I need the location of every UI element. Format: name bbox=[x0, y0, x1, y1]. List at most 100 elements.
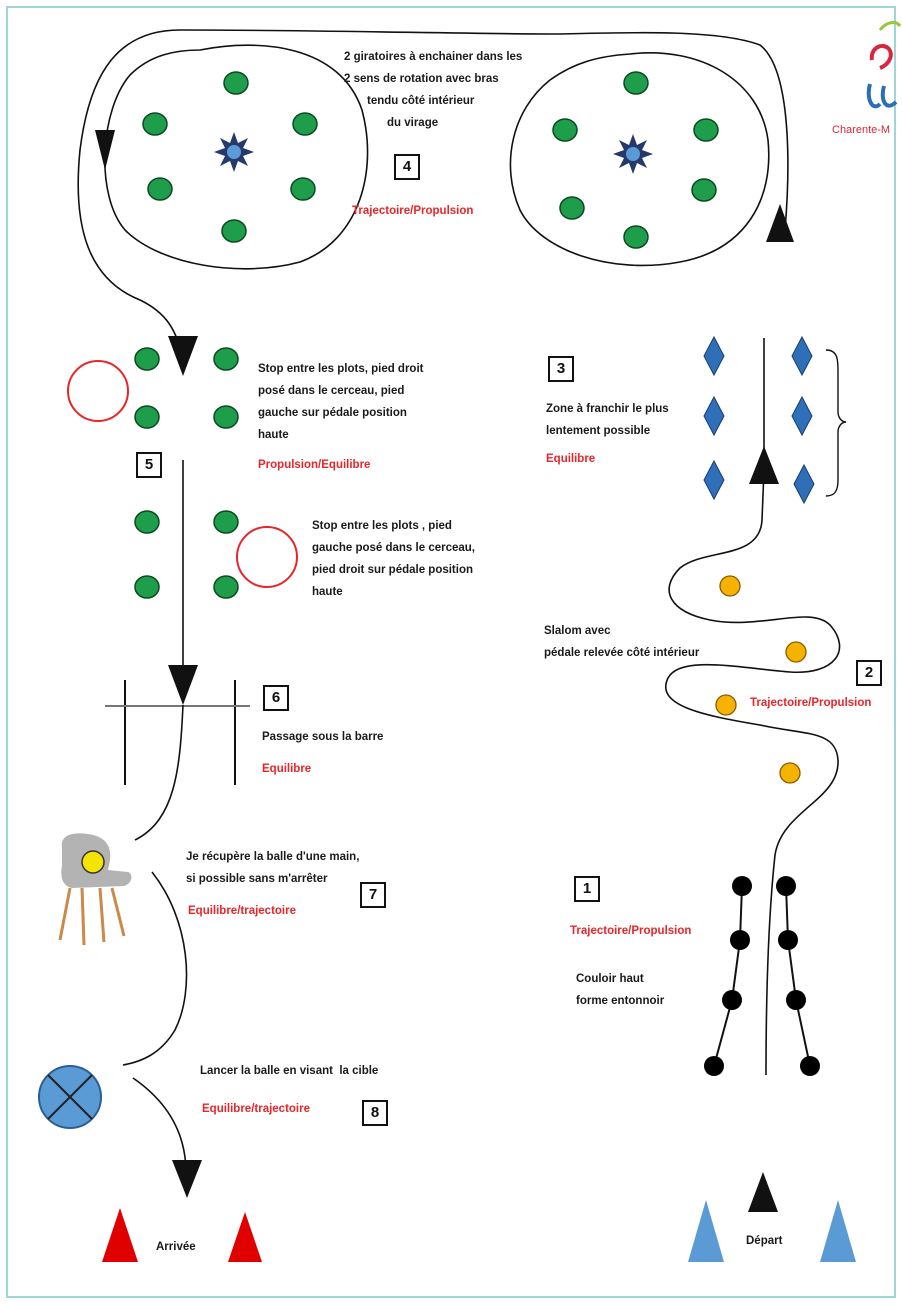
green-plot bbox=[213, 575, 239, 599]
station5-category: Propulsion/Equilibre bbox=[258, 459, 371, 471]
station7-desc-0: Je récupère la balle d'une main, bbox=[186, 851, 360, 863]
station8-number: 8 bbox=[362, 1100, 388, 1126]
station5-desc-b-2: pied droit sur pédale position bbox=[312, 564, 474, 576]
diamond-plot-icon bbox=[703, 395, 725, 437]
station3-category: Equilibre bbox=[546, 453, 596, 465]
station5-desc-b-1: gauche posé dans le cerceau, bbox=[312, 542, 475, 554]
station8-desc: Lancer la balle en visant la cible bbox=[200, 1065, 379, 1077]
chair-icon bbox=[58, 833, 132, 946]
arrow-icon bbox=[168, 665, 198, 705]
station3-desc-1: lentement possible bbox=[546, 425, 651, 437]
path-station7 bbox=[122, 871, 188, 1066]
green-plot bbox=[290, 177, 316, 201]
finish-label: Arrivée bbox=[156, 1241, 196, 1253]
green-plot bbox=[213, 347, 239, 371]
yellow-plot bbox=[719, 575, 741, 597]
station3-number: 3 bbox=[548, 356, 574, 382]
station6-desc: Passage sous la barre bbox=[262, 731, 384, 743]
green-plot bbox=[142, 112, 168, 136]
logo-region-text: Charente-M bbox=[832, 124, 891, 136]
path-station6 bbox=[134, 704, 184, 841]
arrow-icon bbox=[172, 1160, 202, 1198]
arrow-icon bbox=[748, 1172, 778, 1212]
station6-category: Equilibre bbox=[262, 763, 312, 775]
cone-icon bbox=[688, 1200, 724, 1262]
station2-desc-0: Slalom avec bbox=[544, 625, 611, 637]
path-roundabouts bbox=[77, 29, 789, 361]
station4-desc-1: 2 sens de rotation avec bras bbox=[344, 73, 499, 85]
green-plot bbox=[223, 71, 249, 95]
station2-desc-1: pédale relevée côté intérieur bbox=[544, 647, 700, 659]
arrow-icon bbox=[749, 446, 779, 484]
station5-desc-a-0: Stop entre les plots, pied droit bbox=[258, 363, 424, 375]
station8-category: Equilibre/trajectoire bbox=[202, 1103, 311, 1115]
arrow-icon bbox=[168, 336, 198, 376]
station4-number: 4 bbox=[394, 154, 420, 180]
diamond-plot-icon bbox=[793, 463, 815, 505]
path-slalom bbox=[665, 469, 841, 1076]
diamond-plots bbox=[703, 335, 815, 505]
target-icon bbox=[38, 1065, 102, 1129]
yellow-plot bbox=[715, 694, 737, 716]
station7-desc-1: si possible sans m'arrêter bbox=[186, 873, 328, 885]
green-plot bbox=[134, 575, 160, 599]
green-plot bbox=[134, 347, 160, 371]
path-station8 bbox=[132, 1077, 187, 1171]
ball-icon bbox=[81, 850, 105, 874]
green-plot bbox=[552, 118, 578, 142]
bar-obstacle bbox=[105, 680, 250, 785]
green-plot bbox=[134, 510, 160, 534]
start-label: Départ bbox=[746, 1235, 783, 1247]
yellow-plots bbox=[715, 575, 807, 784]
green-plot bbox=[623, 225, 649, 249]
station5-desc-b-3: haute bbox=[312, 586, 343, 598]
green-plot bbox=[693, 118, 719, 142]
green-plot bbox=[292, 112, 318, 136]
station7-category: Equilibre/trajectoire bbox=[188, 905, 297, 917]
hoop-icon bbox=[67, 360, 129, 422]
green-plot bbox=[623, 71, 649, 95]
logo-icon bbox=[866, 21, 902, 109]
diamond-plot-icon bbox=[791, 335, 813, 377]
station1-desc-1: forme entonnoir bbox=[576, 995, 665, 1007]
yellow-plot bbox=[785, 641, 807, 663]
green-plots bbox=[134, 71, 719, 599]
station2-category: Trajectoire/Propulsion bbox=[750, 697, 872, 709]
station7-number: 7 bbox=[360, 882, 386, 908]
station4-desc-0: 2 giratoires à enchainer dans les bbox=[344, 51, 523, 63]
station5-number: 5 bbox=[136, 452, 162, 478]
diamond-plot-icon bbox=[703, 459, 725, 501]
station4-desc-3: du virage bbox=[387, 117, 439, 129]
station6-number: 6 bbox=[263, 685, 289, 711]
cone-icon bbox=[820, 1200, 856, 1262]
page-frame bbox=[6, 6, 896, 1298]
station5-desc-a-1: posé dans le cerceau, pied bbox=[258, 385, 405, 397]
green-plot bbox=[147, 177, 173, 201]
diamond-plot-icon bbox=[791, 395, 813, 437]
station1-desc-0: Couloir haut bbox=[576, 973, 644, 985]
arrow-icon bbox=[766, 204, 794, 242]
green-plot bbox=[221, 219, 247, 243]
star-marker-icon bbox=[214, 132, 254, 172]
station5-desc-a-3: haute bbox=[258, 429, 289, 441]
green-plot bbox=[213, 510, 239, 534]
cone-icon bbox=[228, 1212, 262, 1262]
funnel-corridor bbox=[704, 876, 820, 1076]
star-marker-icon bbox=[613, 134, 653, 174]
hoop-icon bbox=[236, 526, 298, 588]
green-plot bbox=[213, 405, 239, 429]
station1-number: 1 bbox=[574, 876, 600, 902]
roundabout-left bbox=[104, 44, 369, 270]
green-plot bbox=[559, 196, 585, 220]
green-plot bbox=[691, 178, 717, 202]
green-plot bbox=[134, 405, 160, 429]
station4-desc-2: tendu côté intérieur bbox=[367, 95, 475, 107]
arrow-icon bbox=[95, 130, 115, 170]
brace-icon bbox=[825, 349, 847, 497]
station4-category: Trajectoire/Propulsion bbox=[352, 205, 474, 217]
station2-number: 2 bbox=[856, 660, 882, 686]
yellow-plot bbox=[779, 762, 801, 784]
station3-desc-0: Zone à franchir le plus bbox=[546, 403, 669, 415]
station5-desc-b-0: Stop entre les plots , pied bbox=[312, 520, 452, 532]
